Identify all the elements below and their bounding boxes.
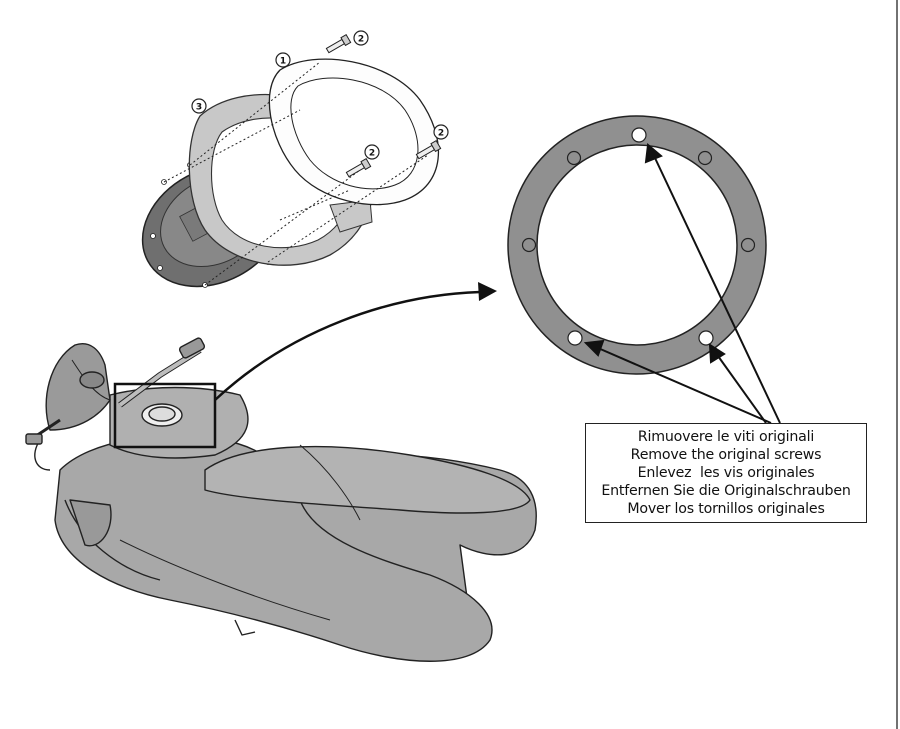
callout-2-middle: 2: [369, 149, 375, 159]
callout-2-right: 2: [438, 129, 444, 139]
callout-markers: 1 2 3 2 2: [191, 30, 449, 160]
fuel-cap: [141, 403, 183, 427]
zoom-arrow: [214, 282, 497, 401]
ring-1: [268, 58, 440, 206]
ring-holes-remove: [567, 127, 714, 346]
motorcycle: [25, 337, 537, 662]
exploded-assembly: 1 2 3 2 2: [141, 30, 449, 288]
instruction-english: Remove the original screws: [630, 447, 822, 463]
screws: [325, 33, 442, 178]
pointer-arrows: [583, 143, 781, 424]
detail-ring: [507, 115, 767, 375]
instruction-german: Entfernen Sie die Originalschrauben: [601, 483, 851, 499]
tank-highlight-box: [113, 382, 217, 449]
callout-2-top: 2: [358, 35, 364, 45]
callout-1: 1: [280, 57, 286, 67]
alignment-lines: [163, 61, 429, 286]
callout-3: 3: [196, 103, 202, 113]
ring-holes-retained: [521, 150, 756, 253]
instruction-spanish: Mover los tornillos originales: [627, 501, 825, 517]
windscreen: [45, 343, 111, 431]
instructions-box: Rimuovere le viti originali Remove the o…: [585, 423, 867, 523]
instruction-italian: Rimuovere le viti originali: [637, 429, 815, 445]
fuel-tank: [109, 386, 249, 459]
motorcycle-seat: [204, 445, 531, 514]
instruction-french: Enlevez les vis originales: [637, 465, 815, 481]
